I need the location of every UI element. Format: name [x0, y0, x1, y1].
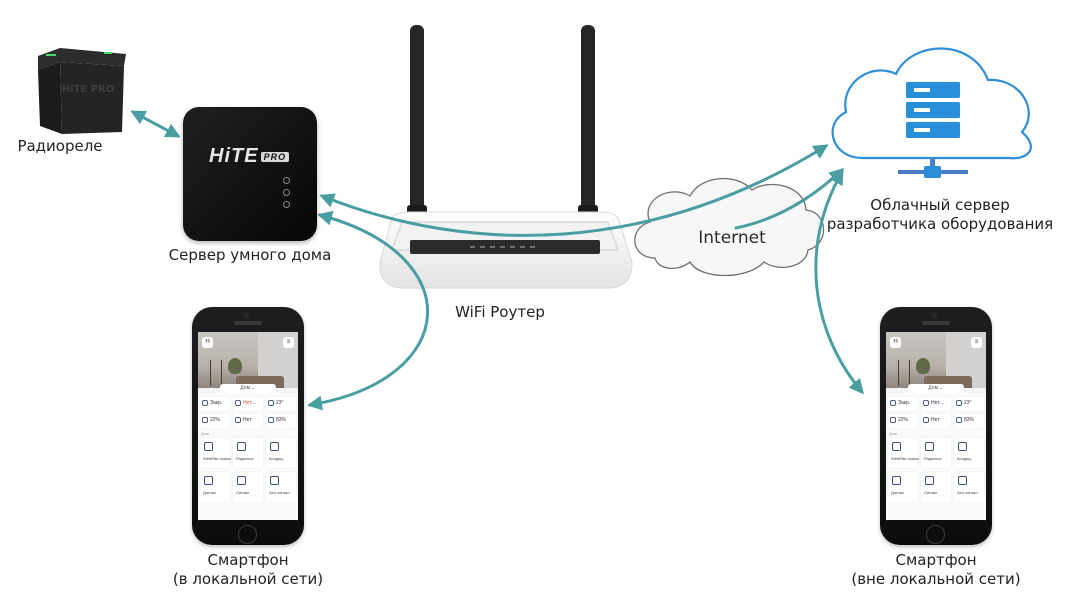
router-label: WiFi Роутер — [455, 303, 545, 321]
thermometer-icon — [956, 400, 962, 406]
door-icon — [202, 400, 208, 406]
phone-camera — [244, 313, 249, 318]
cloud-server-label: Облачный сервер разработчика оборудовани… — [825, 196, 1055, 234]
humidity-icon — [202, 417, 208, 423]
arrow-router-phone-local — [307, 210, 430, 411]
status-tile[interactable]: Нет — [233, 414, 263, 428]
device-card[interactable]: Кондиц. — [954, 438, 984, 468]
bell-icon — [270, 476, 279, 485]
bulb-icon — [237, 476, 246, 485]
power-icon — [283, 201, 290, 208]
device-card[interactable]: Радиатор — [233, 438, 263, 468]
device-card[interactable]: Сигнал — [921, 472, 951, 502]
status-tile[interactable]: 83% — [954, 414, 984, 428]
section-label: Дом — [201, 431, 209, 436]
cloud-label-line2: разработчика оборудования — [826, 215, 1054, 233]
motion-icon — [923, 417, 929, 423]
device-card[interactable]: Кондиц. — [266, 438, 296, 468]
phone-camera — [932, 313, 937, 318]
internet-cloud — [634, 177, 825, 277]
relay-label: Радиореле — [17, 137, 103, 155]
hub-logo-badge: PRO — [260, 151, 290, 162]
bulb-icon — [925, 476, 934, 485]
radio-icon — [283, 177, 290, 184]
phone-home-button — [926, 525, 945, 544]
status-tile[interactable]: 23° — [954, 397, 984, 411]
globe-icon — [283, 189, 290, 196]
phone-remote-line1: Смартфон — [895, 551, 977, 569]
arrow-cloud-phone-remote — [814, 169, 864, 395]
radiator-icon — [892, 442, 901, 451]
device-card[interactable]: Датчик — [200, 472, 230, 502]
radio-relay-device: HiTE PRO — [30, 46, 128, 136]
door-icon — [890, 400, 896, 406]
fan-icon — [270, 442, 279, 451]
phone-local-line2: (в локальной сети) — [172, 570, 324, 588]
device-card[interactable]: Датчик — [888, 472, 918, 502]
arrow-hub-cloud — [319, 144, 829, 237]
status-tile[interactable]: 22% — [200, 414, 230, 428]
section-label: Дом — [889, 431, 897, 436]
phone-screen: H ≡ Дом ⌄ Закр. Нет... 23° 22% Нет 83% Д… — [198, 332, 298, 520]
hub-label: Сервер умного дома — [168, 246, 332, 264]
smartphone-local: H ≡ Дом ⌄ Закр. Нет... 23° 22% Нет 83% Д… — [192, 307, 304, 545]
device-card[interactable]: Сигнал — [233, 472, 263, 502]
status-tile[interactable]: Нет... — [921, 397, 951, 411]
menu-button[interactable]: ≡ — [971, 337, 982, 348]
leak-icon — [235, 400, 241, 406]
relay-logo: HiTE PRO — [62, 84, 114, 95]
sensor-icon — [892, 476, 901, 485]
radiator-icon — [925, 442, 934, 451]
radiator-icon — [237, 442, 246, 451]
bell-icon — [958, 476, 967, 485]
phone-local-line1: Смартфон — [207, 551, 289, 569]
menu-button[interactable]: ≡ — [283, 337, 294, 348]
status-tile[interactable]: Нет... — [233, 397, 263, 411]
cloud-label-line1: Облачный сервер — [870, 196, 1010, 214]
device-card[interactable]: WebRite-газель — [200, 438, 231, 468]
device-card[interactable]: WebRite-газель — [888, 438, 919, 468]
home-button[interactable]: H — [202, 337, 213, 348]
phone-remote-line2: (вне локальной сети) — [851, 570, 1021, 588]
hub-logo: HiTE — [209, 145, 259, 167]
internet-label: Internet — [698, 228, 766, 248]
light-icon — [268, 417, 274, 423]
home-button[interactable]: H — [890, 337, 901, 348]
humidity-icon — [890, 417, 896, 423]
phone-screen: H ≡ Дом ⌄ Закр. Нет... 23° 22% Нет 83% Д… — [886, 332, 986, 520]
device-card[interactable]: Радиатор — [921, 438, 951, 468]
phone-home-button — [238, 525, 257, 544]
thermometer-icon — [268, 400, 274, 406]
router-antenna-right — [578, 25, 598, 225]
status-tile[interactable]: Закр. — [888, 397, 918, 411]
phone-local-label: Смартфон (в локальной сети) — [148, 551, 348, 589]
phone-speaker — [922, 321, 950, 325]
status-tile[interactable]: Закр. — [200, 397, 230, 411]
router-antenna-left — [407, 25, 427, 225]
fan-icon — [958, 442, 967, 451]
device-card[interactable]: Зал сигнал — [266, 472, 296, 502]
status-tile[interactable]: Нет — [921, 414, 951, 428]
tab-home[interactable]: Дом ⌄ — [908, 384, 964, 393]
server-rack-icon — [898, 82, 968, 178]
sensor-icon — [204, 476, 213, 485]
status-tile[interactable]: 23° — [266, 397, 296, 411]
light-icon — [956, 417, 962, 423]
phone-remote-label: Смартфон (вне локальной сети) — [836, 551, 1036, 589]
device-panel: Закр. Нет... 23° 22% Нет 83% Дом WebRite… — [198, 393, 298, 520]
arrow-relay-hub — [130, 110, 181, 138]
room-photo — [198, 332, 298, 388]
smartphone-remote: H ≡ Дом ⌄ Закр. Нет... 23° 22% Нет 83% Д… — [880, 307, 992, 545]
motion-icon — [235, 417, 241, 423]
status-tile[interactable]: 83% — [266, 414, 296, 428]
status-tile[interactable]: 22% — [888, 414, 918, 428]
leak-icon — [923, 400, 929, 406]
phone-speaker — [234, 321, 262, 325]
tab-home[interactable]: Дом ⌄ — [220, 384, 276, 393]
radiator-icon — [204, 442, 213, 451]
device-panel: Закр. Нет... 23° 22% Нет 83% Дом WebRite… — [886, 393, 986, 520]
device-card[interactable]: Зал сигнал — [954, 472, 984, 502]
